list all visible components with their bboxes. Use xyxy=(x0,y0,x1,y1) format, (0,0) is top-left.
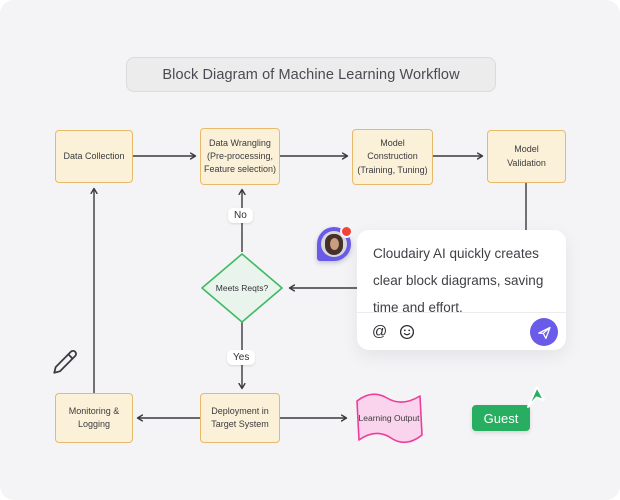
node-data-collection[interactable]: Data Collection xyxy=(55,130,133,183)
notification-dot xyxy=(340,225,353,238)
node-model-validation[interactable]: Model Validation xyxy=(487,130,566,183)
edge-label-no: No xyxy=(228,208,253,223)
guest-badge: Guest xyxy=(472,405,530,431)
node-monitoring-logging[interactable]: Monitoring & Logging xyxy=(55,393,133,443)
guest-label: Guest xyxy=(483,410,519,426)
ai-chat-card: Cloudairy AI quickly creates clear block… xyxy=(357,230,566,350)
chat-footer: @ xyxy=(357,312,566,350)
pencil-icon xyxy=(53,349,77,374)
at-mention-icon[interactable]: @ xyxy=(372,323,388,340)
node-learning-output[interactable]: Learning Output xyxy=(350,390,428,446)
send-icon xyxy=(538,326,551,339)
send-button[interactable] xyxy=(530,317,558,346)
guest-cursor-icon xyxy=(527,386,545,408)
emoji-icon[interactable] xyxy=(399,324,415,340)
diagram-title-label: Block Diagram of Machine Learning Workfl… xyxy=(162,66,460,83)
node-deployment[interactable]: Deployment in Target System xyxy=(200,393,280,443)
node-decision-meets-reqts[interactable]: Meets Reqts? xyxy=(200,252,284,324)
node-data-wrangling[interactable]: Data Wrangling (Pre-processing, Feature … xyxy=(200,128,280,185)
ai-chat-message: Cloudairy AI quickly creates clear block… xyxy=(373,246,544,315)
node-model-construction[interactable]: Model Construction (Training, Tuning) xyxy=(352,129,433,185)
output-label: Learning Output xyxy=(358,413,420,423)
decision-label: Meets Reqts? xyxy=(215,283,269,293)
diagram-title[interactable]: Block Diagram of Machine Learning Workfl… xyxy=(126,57,496,92)
flag-shape xyxy=(356,393,423,444)
avatar-face xyxy=(329,238,339,250)
ai-avatar[interactable] xyxy=(317,225,353,261)
diamond-shape xyxy=(201,253,283,323)
edge-label-yes: Yes xyxy=(227,350,256,365)
